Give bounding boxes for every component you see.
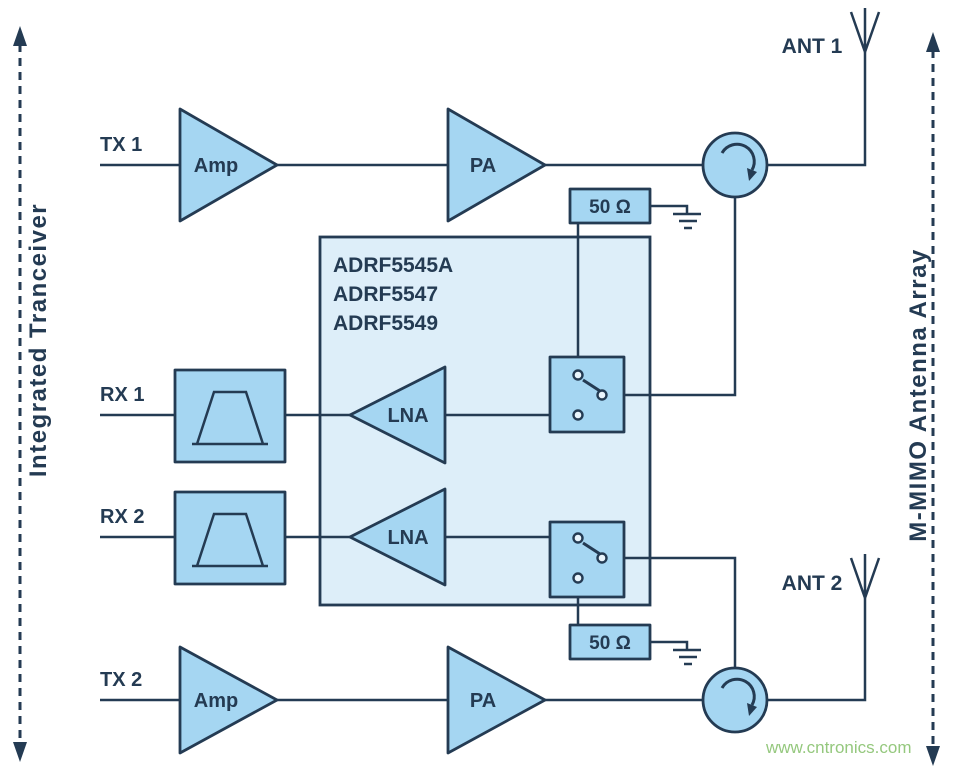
amp1-label: Amp bbox=[194, 155, 238, 177]
ground-1-icon bbox=[650, 204, 701, 230]
right-guide-arrow-down-icon bbox=[926, 746, 940, 766]
circulator-2 bbox=[701, 666, 769, 734]
lna2-label: LNA bbox=[387, 527, 428, 549]
switch-2-throw-bottom-dot bbox=[572, 572, 584, 584]
watermark: www.cntronics.com bbox=[765, 738, 911, 757]
left-guide: Integrated Tranceiver bbox=[13, 26, 52, 762]
filter1-response-icon bbox=[192, 390, 268, 446]
switch-2-arm bbox=[582, 541, 601, 556]
ground-2-icon bbox=[650, 640, 701, 666]
circulator-1-body bbox=[701, 131, 769, 199]
circulator-2-body bbox=[701, 666, 769, 734]
switch-1-throw-bottom-dot bbox=[572, 409, 584, 421]
lna2-symbol bbox=[348, 487, 447, 587]
right-guide: M-MIMO Antenna Array bbox=[905, 32, 940, 766]
adrf-chip-name-3: ADRF5549 bbox=[333, 312, 438, 335]
pa2-label: PA bbox=[470, 690, 496, 712]
tx1-chain: TX 1 Amp PA bbox=[100, 107, 547, 223]
right-guide-label: M-MIMO Antenna Array bbox=[905, 248, 932, 542]
wire-circ2-ant2 bbox=[767, 598, 867, 702]
lna1-symbol bbox=[348, 365, 447, 465]
lna1-label: LNA bbox=[387, 405, 428, 427]
circulator-1 bbox=[701, 131, 769, 199]
switch-1-arm bbox=[582, 378, 601, 393]
filter2-response-icon bbox=[192, 512, 268, 568]
adrf-chip-name-2: ADRF5547 bbox=[333, 283, 438, 306]
antenna-2-icon bbox=[849, 554, 881, 599]
termination-2-label: 50 Ω bbox=[589, 633, 631, 654]
left-guide-arrow-up-icon bbox=[13, 26, 27, 46]
wire-switch1-circ1 bbox=[606, 197, 737, 397]
pa2-symbol bbox=[446, 645, 547, 755]
pa1-label: PA bbox=[470, 155, 496, 177]
tx2-chain: TX 2 Amp PA bbox=[100, 645, 547, 755]
ant1-label: ANT 1 bbox=[782, 35, 843, 58]
circulator-1-arrow-icon bbox=[720, 142, 756, 171]
rx2-label: RX 2 bbox=[100, 506, 144, 528]
circulator-2-arrowhead-icon bbox=[747, 703, 757, 716]
switch-2 bbox=[548, 520, 626, 599]
switch-1-throw-top-dot bbox=[572, 369, 584, 381]
antenna-1: ANT 1 bbox=[782, 8, 881, 58]
adrf-chip-name-1: ADRF5545A bbox=[333, 254, 453, 277]
termination-1-label: 50 Ω bbox=[589, 197, 631, 218]
rx1-label: RX 1 bbox=[100, 384, 144, 406]
tx1-label: TX 1 bbox=[100, 134, 142, 156]
ant2-label: ANT 2 bbox=[782, 572, 843, 595]
wire-switch2-circ2 bbox=[606, 556, 737, 668]
antenna-2: ANT 2 bbox=[782, 554, 881, 599]
switch-1 bbox=[548, 355, 626, 434]
switch-1-common-dot bbox=[596, 389, 608, 401]
amp2-label: Amp bbox=[194, 690, 238, 712]
circulator-2-arrow-icon bbox=[720, 677, 756, 706]
amp1-symbol bbox=[178, 107, 279, 223]
rx1-chain: RX 1 LNA bbox=[100, 365, 447, 465]
left-guide-arrow-down-icon bbox=[13, 742, 27, 762]
pa1-symbol bbox=[446, 107, 547, 223]
switch-2-box bbox=[548, 520, 626, 599]
amp2-symbol bbox=[178, 645, 279, 755]
right-guide-arrow-up-icon bbox=[926, 32, 940, 52]
filter1-box bbox=[173, 368, 287, 464]
termination-2: 50 Ω bbox=[568, 623, 701, 666]
tx2-label: TX 2 bbox=[100, 669, 142, 691]
switch-2-common-dot bbox=[596, 552, 608, 564]
circulator-1-arrowhead-icon bbox=[747, 168, 757, 181]
left-guide-label: Integrated Tranceiver bbox=[25, 203, 52, 477]
switch-1-box bbox=[548, 355, 626, 434]
filter2-box bbox=[173, 490, 287, 586]
wire-circ1-ant1 bbox=[767, 52, 867, 167]
antenna-1-icon bbox=[849, 8, 881, 53]
termination-1: 50 Ω bbox=[568, 187, 701, 230]
switch-2-throw-top-dot bbox=[572, 532, 584, 544]
rx2-chain: RX 2 LNA bbox=[100, 487, 447, 587]
